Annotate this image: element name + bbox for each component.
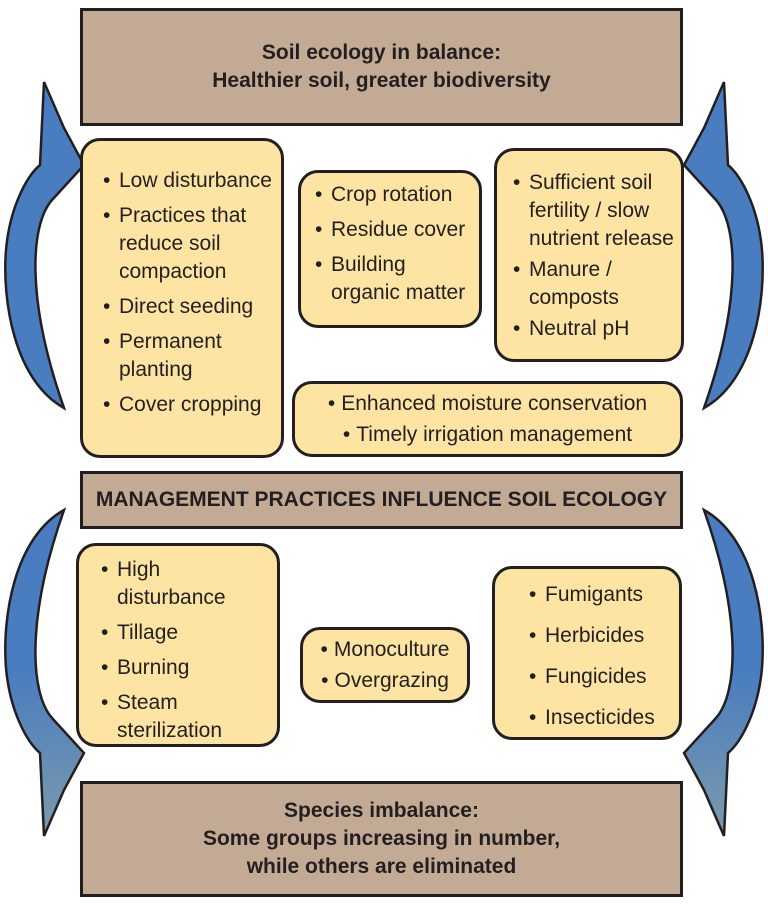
top-banner-title: Soil ecology in balance: <box>261 41 502 64</box>
chemicals-list: Fumigants Herbicides Fungicides Insectic… <box>529 581 675 732</box>
list-item: Timely irrigation management <box>299 421 676 449</box>
list-item: Overgrazing <box>307 667 463 695</box>
list-item: Tillage <box>101 619 273 647</box>
crop-rotation-box: Crop rotation Residue cover Building org… <box>298 170 482 328</box>
bottom-banner-title: Species imbalance: <box>284 799 479 822</box>
list-item: Permanent planting <box>103 328 275 384</box>
list-item: Crop rotation <box>315 181 475 209</box>
high-disturbance-list: High disturbance Tillage Burning Steam s… <box>101 556 273 745</box>
low-disturbance-list: Low disturbance Practices that reduce so… <box>103 167 275 419</box>
monoculture-list: Monoculture Overgrazing <box>307 636 463 695</box>
top-left-up-arrow <box>4 81 86 411</box>
list-item: Practices that reduce soil compaction <box>103 202 275 286</box>
list-item: Herbicides <box>529 622 675 650</box>
high-disturbance-box: High disturbance Tillage Burning Steam s… <box>76 543 280 747</box>
list-item: Steam sterilization <box>101 689 273 745</box>
list-item: High disturbance <box>101 556 273 612</box>
low-disturbance-box: Low disturbance Practices that reduce so… <box>80 138 284 458</box>
soil-fertility-box: Sufficient soil fertility / slow nutrien… <box>494 148 684 362</box>
bottom-banner-line-2: Some groups increasing in number, <box>202 827 561 850</box>
list-item: Residue cover <box>315 216 475 244</box>
monoculture-box: Monoculture Overgrazing <box>300 627 470 703</box>
top-banner: Soil ecology in balance: Healthier soil,… <box>80 8 683 126</box>
middle-banner: MANAGEMENT PRACTICES INFLUENCE SOIL ECOL… <box>80 471 683 529</box>
soil-fertility-list: Sufficient soil fertility / slow nutrien… <box>513 169 677 343</box>
list-item: Burning <box>101 654 273 682</box>
bottom-banner-line-3: while others are eliminated <box>246 855 517 878</box>
list-item: Direct seeding <box>103 293 275 321</box>
list-item: Manure / composts <box>513 256 677 312</box>
list-item: Building organic matter <box>315 251 475 307</box>
bottom-right-down-arrow <box>682 507 764 837</box>
chemicals-box: Fumigants Herbicides Fungicides Insectic… <box>492 566 682 740</box>
list-item: Monoculture <box>307 636 463 664</box>
list-item: Enhanced moisture conservation <box>299 390 676 418</box>
list-item: Cover cropping <box>103 391 275 419</box>
list-item: Fumigants <box>529 581 675 609</box>
list-item: Low disturbance <box>103 167 275 195</box>
moisture-list: Enhanced moisture conservation Timely ir… <box>299 390 676 449</box>
list-item: Insecticides <box>529 704 675 732</box>
crop-rotation-list: Crop rotation Residue cover Building org… <box>315 181 475 307</box>
moisture-box: Enhanced moisture conservation Timely ir… <box>292 381 683 457</box>
top-banner-subtitle: Healthier soil, greater biodiversity <box>212 69 551 92</box>
list-item: Fungicides <box>529 663 675 691</box>
bottom-banner: Species imbalance: Some groups increasin… <box>80 781 683 897</box>
list-item: Neutral pH <box>513 315 677 343</box>
bottom-left-down-arrow <box>4 507 86 837</box>
top-right-up-arrow <box>682 81 764 411</box>
middle-banner-title: MANAGEMENT PRACTICES INFLUENCE SOIL ECOL… <box>95 488 668 511</box>
list-item: Sufficient soil fertility / slow nutrien… <box>513 169 677 253</box>
